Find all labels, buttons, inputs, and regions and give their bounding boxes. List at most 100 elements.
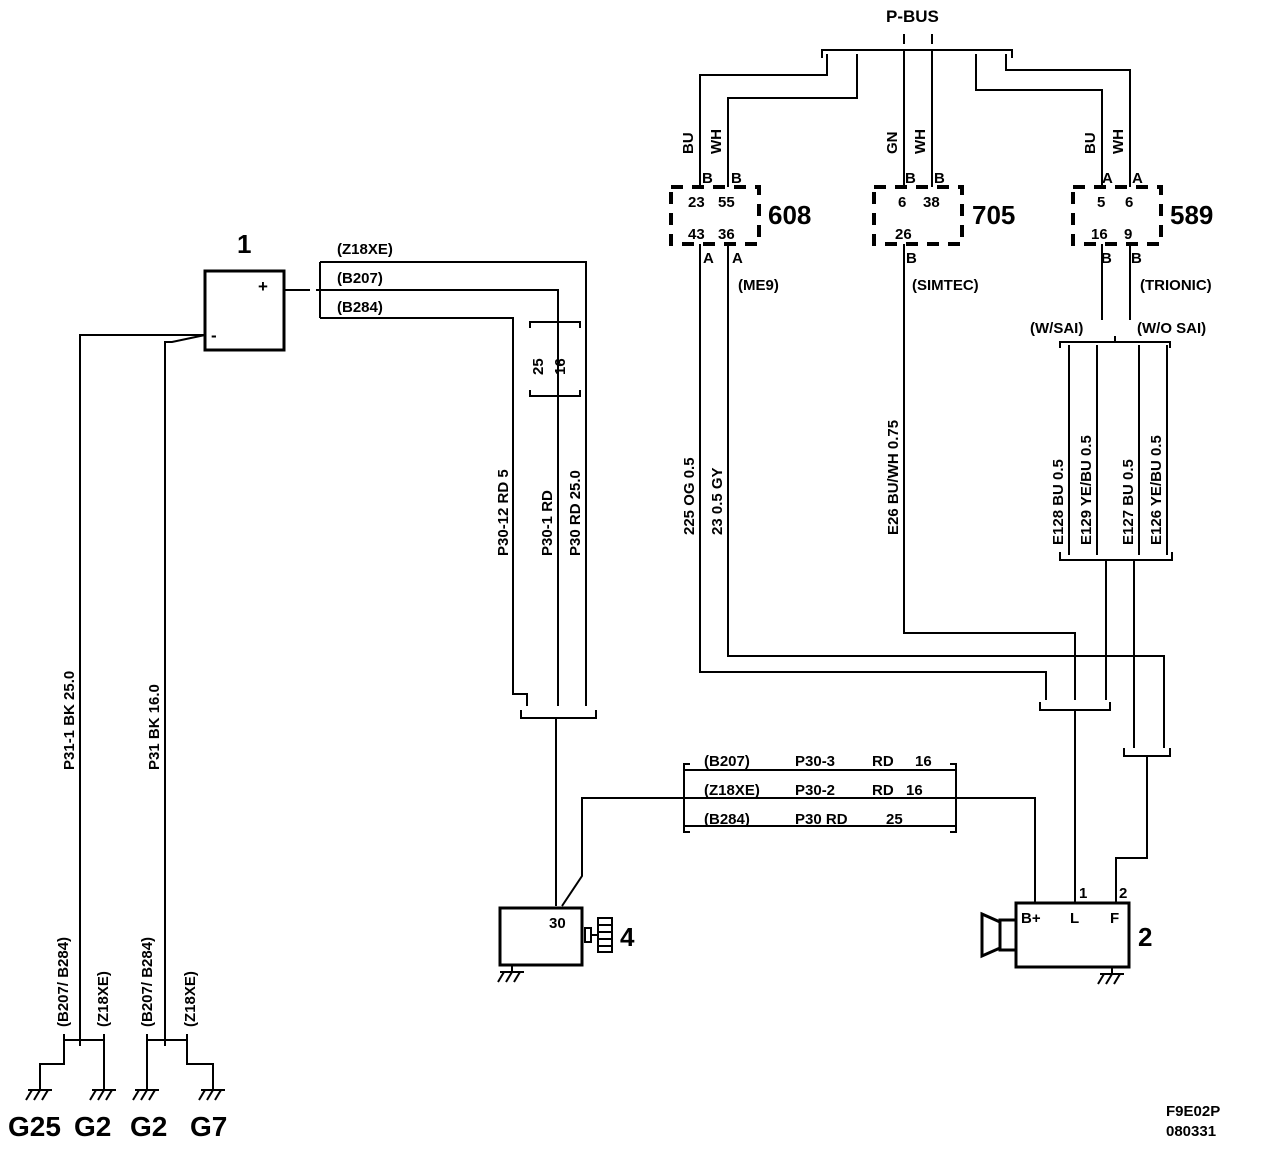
bottom-cable-bundle — [561, 763, 962, 907]
connector-608: B B 23 55 43 36 608 A A (ME9) — [669, 170, 811, 294]
pin-letter: B — [702, 170, 713, 187]
bundle-wire-2: P30-2 — [795, 782, 835, 799]
starter-pin: 30 — [549, 915, 566, 932]
variant-w-sai: (W/SAI) — [1030, 320, 1083, 337]
ground-variant-4: (Z18XE) — [182, 971, 199, 1027]
ground-icon — [1097, 968, 1124, 985]
battery-variant-b207: (B207) — [337, 270, 383, 287]
connector-id: 589 — [1170, 200, 1213, 230]
ground-symbol-icons — [25, 1086, 225, 1101]
ground-variant-2: (Z18XE) — [95, 971, 112, 1027]
wire-label-p3012: P30-12 RD 5 — [495, 469, 512, 556]
date-code: 080331 — [1166, 1123, 1216, 1140]
pin-number: 9 — [1124, 226, 1132, 243]
variant-label: (TRIONIC) — [1140, 277, 1212, 294]
pulley-wheel-icon — [980, 911, 1002, 959]
splice-pin-16: 16 — [552, 358, 569, 375]
wire-label-23: 23 0.5 GY — [709, 467, 726, 535]
pin-letter: B — [905, 170, 916, 187]
pin-number: 6 — [1125, 194, 1133, 211]
ground-g7: G7 — [190, 1111, 227, 1142]
pin-number: 43 — [688, 226, 705, 243]
pin-number: 16 — [1091, 226, 1108, 243]
wire-label-e128: E128 BU 0.5 — [1050, 459, 1067, 545]
alt-pin-number-2: 2 — [1119, 885, 1127, 902]
alt-pin-bplus: B+ — [1021, 910, 1041, 927]
pin-letter: A — [1102, 170, 1113, 187]
pin-number: 36 — [718, 226, 735, 243]
wire-label-225: 225 OG 0.5 — [681, 457, 698, 535]
bundle-color-1: RD — [872, 753, 894, 770]
pulley-icon — [998, 918, 1016, 952]
alt-pin-l: L — [1070, 910, 1079, 927]
battery-variant-z18xe: (Z18XE) — [337, 241, 393, 258]
pin-letter: A — [1132, 170, 1143, 187]
alt-pin-f: F — [1110, 910, 1119, 927]
ground-g25: G25 — [8, 1111, 61, 1142]
alt-pin-number-1: 1 — [1079, 885, 1087, 902]
wire-color-589-bu: BU — [1082, 132, 1099, 154]
battery-bracket — [284, 262, 321, 318]
component-1-battery: 1 + - — [203, 229, 286, 352]
connector-705: B B 6 38 26 705 B (SIMTEC) — [872, 170, 1015, 294]
connector-id: 705 — [972, 200, 1015, 230]
ground-g2-b: G2 — [130, 1111, 167, 1142]
bundle-variant-1: (B207) — [704, 753, 750, 770]
pin-number: 38 — [923, 194, 940, 211]
pin-letter: B — [1131, 250, 1142, 267]
ground-icon — [497, 966, 524, 983]
component-id: 1 — [237, 229, 251, 259]
battery-minus-wires — [79, 334, 206, 1040]
wire-label-p30: P30 RD 25.0 — [567, 470, 584, 556]
wire-label-e126: E126 YE/BU 0.5 — [1148, 435, 1165, 545]
component-id: 4 — [620, 922, 635, 952]
pin-number: 55 — [718, 194, 735, 211]
pin-letter: A — [732, 250, 743, 267]
bundle-size-2: 16 — [906, 782, 923, 799]
bundle-variant-2: (Z18XE) — [704, 782, 760, 799]
wire-label-e127: E127 BU 0.5 — [1120, 459, 1137, 545]
battery-variant-b284: (B284) — [337, 299, 383, 316]
wire-color-608-bu: BU — [680, 132, 697, 154]
component-id: 2 — [1138, 922, 1152, 952]
minus-terminal: - — [211, 326, 217, 345]
variant-label: (SIMTEC) — [912, 277, 979, 294]
bundle-size-3: 25 — [886, 811, 903, 828]
connector-id: 608 — [768, 200, 811, 230]
bundle-color-2: RD — [872, 782, 894, 799]
pin-letter: A — [703, 250, 714, 267]
wire-color-705-wh: WH — [912, 129, 929, 154]
pin-number: 5 — [1097, 194, 1105, 211]
pin-number: 6 — [898, 194, 906, 211]
wire-label-p31: P31 BK 16.0 — [146, 684, 163, 770]
pin-letter: B — [1101, 250, 1112, 267]
bundle-size-1: 16 — [915, 753, 932, 770]
pin-letter: B — [934, 170, 945, 187]
bundle-wire-1: P30-3 — [795, 753, 835, 770]
plus-terminal: + — [258, 277, 268, 296]
variant-wo-sai: (W/O SAI) — [1137, 320, 1206, 337]
ground-g2-a: G2 — [74, 1111, 111, 1142]
pbus-label: P-BUS — [886, 7, 939, 26]
wire-label-e26: E26 BU/WH 0.75 — [885, 420, 902, 535]
component-2-alternator: 1 2 B+ L F 2 — [980, 885, 1152, 985]
wire-label-e129: E129 YE/BU 0.5 — [1078, 435, 1095, 545]
wire-color-705-gn: GN — [884, 132, 901, 155]
right-wiring — [699, 244, 1173, 902]
component-4-starter: 30 4 — [497, 906, 635, 983]
pbus-bracket — [699, 34, 1131, 187]
wire-color-589-wh: WH — [1110, 129, 1127, 154]
ground-variant-3: (B207/ B284) — [139, 937, 156, 1027]
pin-number: 26 — [895, 226, 912, 243]
figure-code: F9E02P — [1166, 1103, 1220, 1120]
wire-label-p311: P31-1 BK 25.0 — [61, 671, 78, 770]
bundle-wire-3: P30 RD — [795, 811, 848, 828]
variant-label: (ME9) — [738, 277, 779, 294]
splice-pin-25: 25 — [530, 358, 547, 375]
pin-number: 23 — [688, 194, 705, 211]
ground-brackets — [39, 1034, 214, 1086]
wire-label-p301: P30-1 RD — [539, 490, 556, 556]
wire-color-608-wh: WH — [708, 129, 725, 154]
